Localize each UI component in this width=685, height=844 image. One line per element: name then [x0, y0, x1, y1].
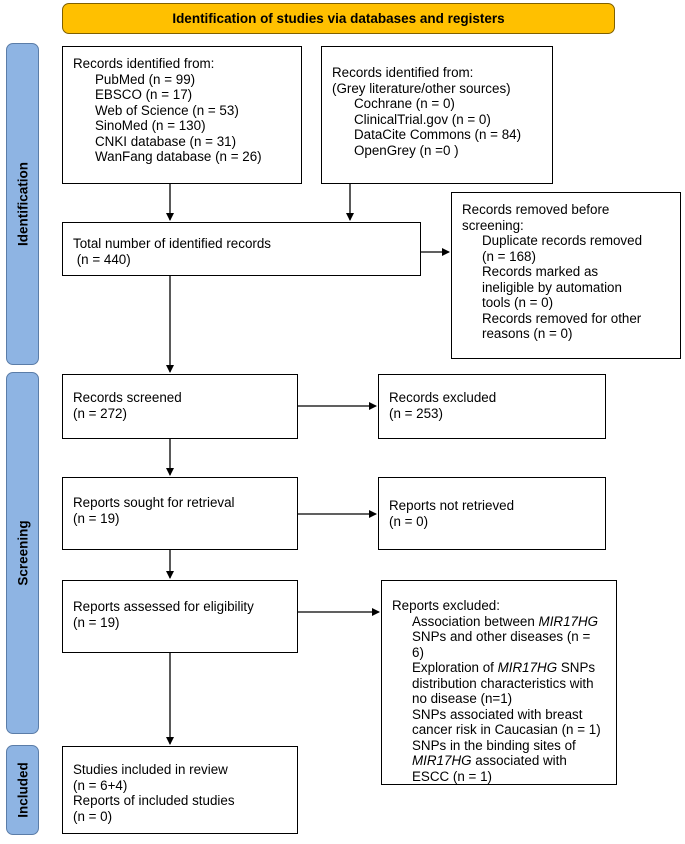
total-records-count: (n = 440) — [73, 251, 131, 267]
excluded-count: (n = 253) — [389, 405, 443, 421]
assessed-label: Reports assessed for eligibility — [73, 599, 254, 614]
included-reports-label: Reports of included studies — [73, 793, 235, 808]
header-identification-of-studies: Identification of studies via databases … — [62, 3, 615, 34]
grey-item: OpenGrey (n =0 ) — [354, 142, 459, 158]
assessed-count: (n = 19) — [73, 614, 120, 630]
included-reports-count: (n = 0) — [73, 808, 113, 824]
grey-records-title: Records identified from: — [332, 65, 474, 80]
db-item: PubMed (n = 99) — [95, 71, 196, 87]
total-records-label: Total number of identified records — [73, 236, 271, 251]
reason-line: no disease (n=1) — [412, 691, 513, 706]
reports-excluded-box: Reports excluded: Association between MI… — [381, 580, 617, 785]
sought-count: (n = 19) — [73, 510, 120, 526]
total-records-box: Total number of identified records (n = … — [62, 222, 421, 276]
grey-item: DataCite Commons (n = 84) — [354, 127, 522, 142]
grey-records-subtitle: (Grey literature/other sources) — [332, 80, 511, 96]
reason-line: distribution characteristics with — [412, 675, 594, 691]
db-records-box: Records identified from: PubMed (n = 99)… — [62, 46, 302, 184]
reason-line: ESCC (n = 1) — [412, 768, 492, 784]
screened-label: Records screened — [73, 390, 182, 405]
reason-line: Association between MIR17HG — [412, 613, 599, 629]
removed-title: Records removed before — [462, 202, 610, 217]
included-studies-count: (n = 6+4) — [73, 777, 128, 793]
reason-line: SNPs associated with breast — [412, 706, 583, 722]
not-retrieved-count: (n = 0) — [389, 513, 429, 529]
reports-assessed-box: Reports assessed for eligibility (n = 19… — [62, 580, 298, 653]
phase-screening: Screening — [6, 372, 39, 734]
reports-excluded-title: Reports excluded: — [392, 598, 500, 613]
reason-line: SNPs in the binding sites of — [412, 737, 576, 753]
removed-line: ineligible by automation — [482, 279, 622, 295]
reason-line: MIR17HG associated with — [412, 753, 567, 768]
removed-line: tools (n = 0) — [482, 295, 554, 310]
grey-records-box: Records identified from: (Grey literatur… — [321, 46, 553, 184]
grey-item: ClinicalTrial.gov (n = 0) — [354, 111, 491, 127]
excluded-label: Records excluded — [389, 390, 497, 405]
reason-line: Exploration of MIR17HG SNPs — [412, 660, 596, 675]
phase-identification: Identification — [6, 43, 39, 365]
phase-included: Included — [6, 745, 39, 835]
screened-count: (n = 272) — [73, 405, 127, 421]
removed-title: screening: — [462, 217, 524, 233]
reports-not-retrieved-box: Reports not retrieved (n = 0) — [378, 477, 606, 550]
grey-item: Cochrane (n = 0) — [354, 96, 455, 111]
removed-line: Duplicate records removed — [482, 233, 643, 248]
reason-line: cancer risk in Caucasian (n = 1) — [412, 722, 601, 737]
not-retrieved-label: Reports not retrieved — [389, 498, 515, 513]
records-removed-box: Records removed before screening: Duplic… — [451, 192, 681, 359]
records-excluded-box: Records excluded (n = 253) — [378, 374, 606, 439]
reason-line: SNPs and other diseases (n = — [412, 629, 591, 644]
included-studies-label: Studies included in review — [73, 762, 228, 777]
removed-line: Records removed for other — [482, 310, 642, 326]
sought-label: Reports sought for retrieval — [73, 495, 235, 510]
records-screened-box: Records screened (n = 272) — [62, 374, 298, 439]
removed-line: Records marked as — [482, 264, 599, 279]
db-item: EBSCO (n = 17) — [95, 87, 193, 102]
reports-sought-box: Reports sought for retrieval (n = 19) — [62, 477, 298, 550]
reason-line: 6) — [412, 644, 424, 660]
db-item: Web of Science (n = 53) — [95, 102, 239, 118]
db-item: CNKI database (n = 31) — [95, 133, 237, 149]
db-item: WanFang database (n = 26) — [95, 149, 262, 164]
removed-line: (n = 168) — [482, 248, 536, 264]
db-item: SinoMed (n = 130) — [95, 118, 206, 133]
removed-line: reasons (n = 0) — [482, 326, 573, 341]
studies-included-box: Studies included in review (n = 6+4) Rep… — [62, 746, 298, 834]
db-records-title: Records identified from: — [73, 56, 215, 71]
